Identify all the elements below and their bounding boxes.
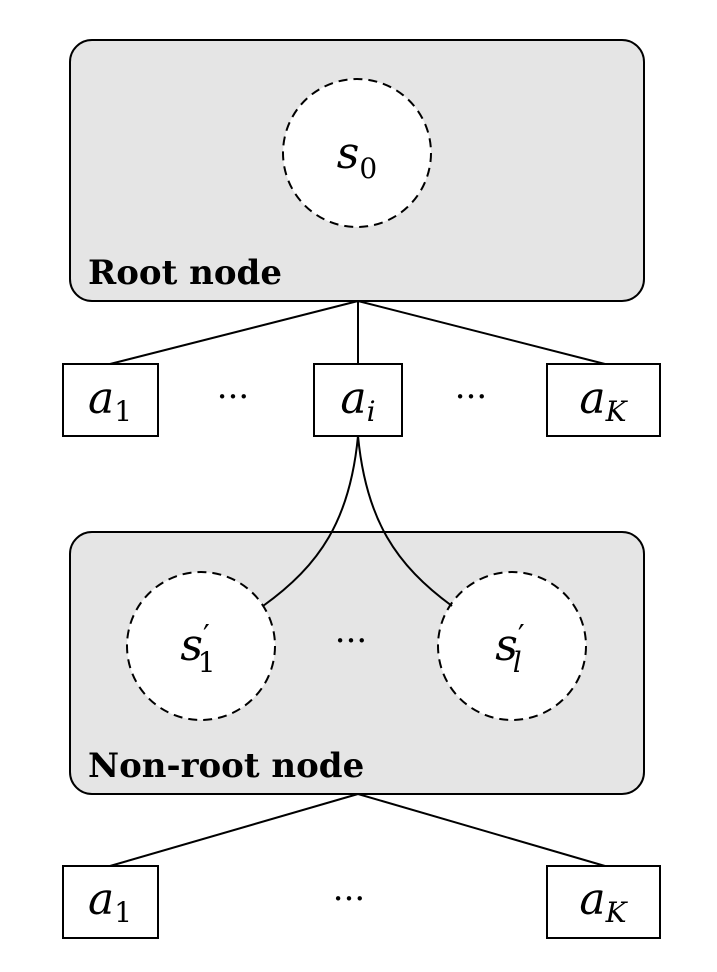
root-action-edges xyxy=(109,300,606,365)
leaf-action-label-a1: a1 xyxy=(88,874,132,929)
action-label-ai: ai xyxy=(340,373,375,428)
leaf-action-box-a1-frame xyxy=(62,865,159,939)
edge-ai-sl xyxy=(357,435,453,607)
state-circle-s1 xyxy=(126,571,276,721)
ellipsis-states: ··· xyxy=(335,621,367,661)
edge-root-aK xyxy=(357,300,606,365)
leaf-actions-row: a1 ··· aK xyxy=(62,865,661,939)
edge-ai-s1 xyxy=(262,435,359,607)
action-box-a1: a1 xyxy=(62,363,159,437)
root-state-circle xyxy=(282,78,432,228)
edge-nonroot-aK xyxy=(357,793,606,867)
edge-root-a1 xyxy=(109,300,359,365)
action-box-aK: aK xyxy=(546,363,661,437)
leaf-action-box-a1: a1 xyxy=(62,865,159,939)
leaf-action-label-aK: aK xyxy=(579,874,628,929)
leaf-action-box-aK: aK xyxy=(546,865,661,939)
leaf-action-edges xyxy=(109,793,606,867)
action-box-ai: ai xyxy=(313,363,403,437)
action-label-a1: a1 xyxy=(88,373,132,428)
state-circle-sl xyxy=(437,571,587,721)
action-box-aK-frame xyxy=(546,363,661,437)
action-box-a1-frame xyxy=(62,363,159,437)
root-state-label: s0 xyxy=(337,128,377,185)
leaf-action-box-aK-frame xyxy=(546,865,661,939)
non-root-node: s′1 ··· s′l Non-root node xyxy=(69,531,645,795)
root-node-label: Root node xyxy=(88,253,282,293)
state-label-sl: s′l xyxy=(495,619,525,679)
non-root-node-label: Non-root node xyxy=(88,746,364,786)
edge-nonroot-a1 xyxy=(109,793,359,867)
ellipsis-leaf: ··· xyxy=(333,879,365,919)
ellipsis-root-right: ··· xyxy=(455,377,487,417)
ellipsis-root-left: ··· xyxy=(217,377,249,417)
root-node: s0 Root node xyxy=(69,39,645,302)
transition-edges xyxy=(262,435,453,607)
action-label-aK: aK xyxy=(579,373,628,428)
root-actions-row: a1 ··· ai ··· aK xyxy=(62,363,661,437)
state-label-s1: s′1 xyxy=(180,619,215,679)
